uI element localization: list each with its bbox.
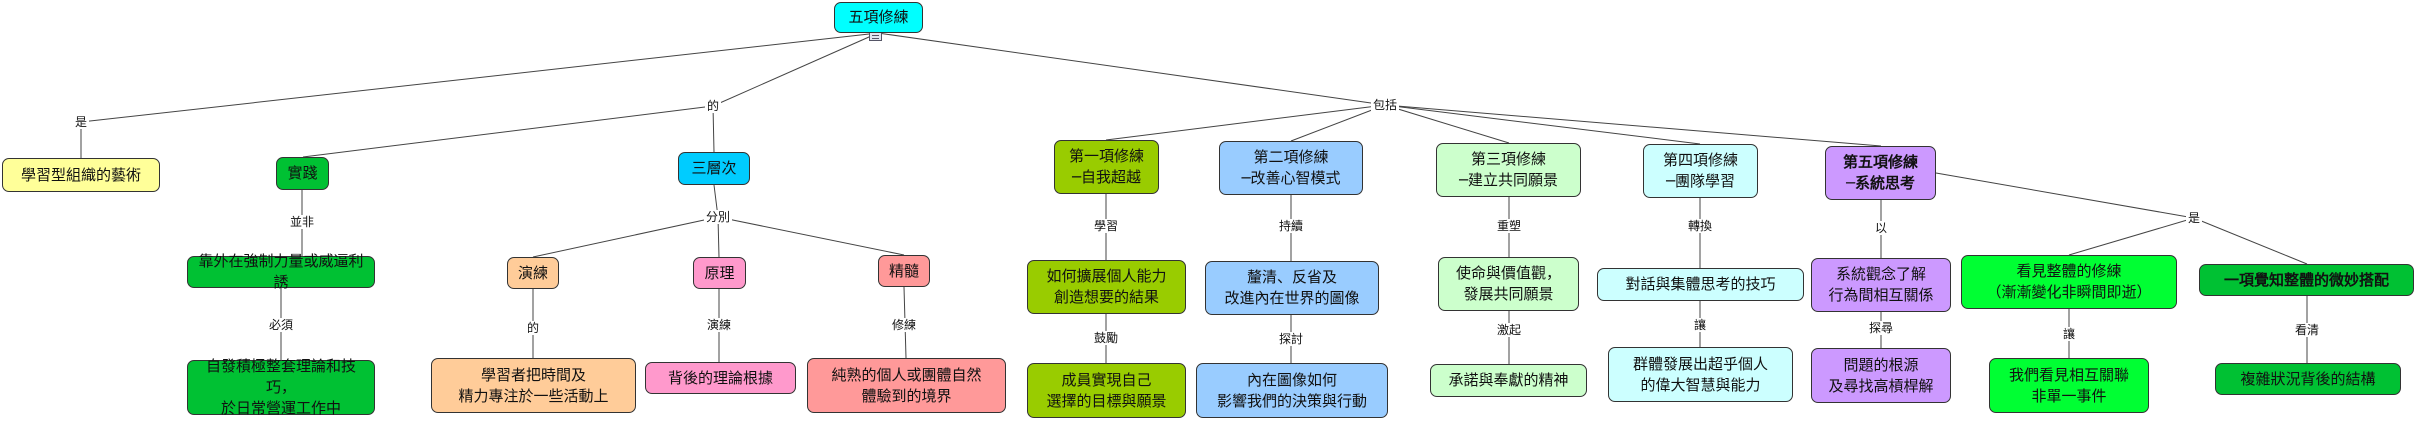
- connector-line: [1384, 104, 1510, 144]
- node-inner-image-text: 內在圖像如何 影響我們的決策與行動: [1216, 370, 1367, 410]
- edge-label-not-is: 並非: [287, 215, 317, 229]
- connector-line: [712, 105, 715, 153]
- node-clarify-text: 釐清、反省及 改進內在世界的圖像: [1224, 268, 1360, 307]
- node-complex-structure[interactable]: 複雜狀況背後的結構: [2215, 363, 2401, 395]
- node-root-cause[interactable]: 問題的根源 及尋找高槓桿解: [1811, 348, 1951, 403]
- node-pure-state[interactable]: 純熟的個人或團體自然 體驗到的境界: [807, 358, 1006, 413]
- node-complex-structure-text: 複雜狀況背後的結構: [2240, 369, 2376, 388]
- node-discipline-1[interactable]: 第一項修練 ─自我超越: [1054, 140, 1159, 194]
- edge-label-by: 以: [1872, 221, 1890, 235]
- node-discipline-3[interactable]: 第三項修練 ─建立共同願景: [1436, 143, 1581, 197]
- node-drill[interactable]: 演練: [507, 257, 559, 289]
- node-essence[interactable]: 精髓: [878, 255, 930, 287]
- node-system-view-text: 系統觀念了解 行為間相互關係: [1828, 265, 1934, 304]
- connector-line: [1384, 104, 1882, 147]
- node-discipline-4[interactable]: 第四項修練 ─團隊學習: [1643, 144, 1758, 198]
- edge-label-inspire: 激起: [1494, 323, 1524, 337]
- node-group-wisdom-text: 群體發展出超乎個人 的偉大智慧與能力: [1632, 354, 1768, 394]
- edge-label-seek: 探尋: [1866, 321, 1896, 335]
- node-see-interlinked-text: 我們看見相互關聯 非單一事件: [2008, 365, 2129, 405]
- node-dialogue[interactable]: 對話與集體思考的技巧: [1597, 268, 1804, 301]
- edge-label-is-right: 是: [2185, 211, 2203, 225]
- node-drill-text: 演練: [517, 263, 548, 282]
- connector-line: [80, 32, 879, 123]
- edge-label-let2: 讓: [2060, 327, 2078, 341]
- edge-label-of2: 的: [524, 321, 542, 335]
- node-theory-basis[interactable]: 背後的理論根據: [645, 362, 796, 394]
- node-discipline-2-text: 第二項修練 ─改善心智模式: [1241, 148, 1341, 187]
- node-not-force-text: 靠外在強制力量或威逼利誘: [198, 252, 364, 291]
- edge-label-persist: 持續: [1276, 219, 1306, 233]
- node-discipline-4-text: 第四項修練 ─團隊學習: [1662, 151, 1738, 190]
- node-mission-values[interactable]: 使命與價值觀， 發展共同願景: [1438, 257, 1579, 311]
- edge-label-learn: 學習: [1091, 219, 1121, 233]
- node-root-text: 五項修練: [848, 8, 909, 26]
- node-see-interlinked[interactable]: 我們看見相互關聯 非單一事件: [1989, 358, 2149, 413]
- node-pure-state-text: 純熟的個人或團體自然 體驗到的境界: [831, 365, 982, 405]
- connector-line: [877, 32, 1386, 106]
- edge-label-explore: 探討: [1276, 332, 1306, 346]
- node-three-levels-text: 三層次: [691, 159, 737, 177]
- node-see-whole-text: 看見整體的修練 （漸漸變化非瞬間即逝）: [1986, 262, 2152, 301]
- node-practice[interactable]: 實踐: [276, 157, 329, 190]
- connector-line: [2193, 217, 2308, 265]
- node-group-wisdom[interactable]: 群體發展出超乎個人 的偉大智慧與能力: [1608, 347, 1793, 402]
- node-expand-ability-text: 如何擴展個人能力 創造想要的結果: [1046, 267, 1167, 306]
- node-three-levels[interactable]: 三層次: [678, 152, 750, 185]
- connector-line: [1384, 104, 1701, 145]
- node-dialogue-text: 對話與集體思考的技巧: [1625, 275, 1776, 293]
- edge-label-divide: 分別: [703, 210, 733, 224]
- node-discipline-3-text: 第三項修練 ─建立共同願景: [1458, 150, 1559, 189]
- node-learner-focus[interactable]: 學習者把時間及 精力專注於一些活動上: [431, 358, 636, 413]
- node-learner-focus-text: 學習者把時間及 精力專注於一些活動上: [458, 365, 609, 405]
- edge-label-includes: 包括: [1370, 98, 1400, 112]
- connector-line: [1290, 104, 1386, 142]
- node-root[interactable]: 五項修練: [834, 2, 923, 33]
- edge-label-practice: 演練: [704, 318, 734, 332]
- node-discipline-2[interactable]: 第二項修練 ─改善心智模式: [1219, 141, 1363, 195]
- node-system-view[interactable]: 系統觀念了解 行為間相互關係: [1811, 258, 1951, 312]
- connector-line: [2068, 217, 2195, 256]
- edge-label-see-clearly: 看清: [2292, 323, 2322, 337]
- node-members-realize[interactable]: 成員實現自己 選擇的目標與願景: [1027, 363, 1186, 418]
- node-discipline-5-text: 第五項修練 ─系統思考: [1842, 153, 1918, 192]
- node-inner-image[interactable]: 內在圖像如何 影響我們的決策與行動: [1196, 363, 1388, 418]
- node-principle[interactable]: 原理: [693, 257, 746, 289]
- node-learning-org-text: 學習型組織的藝術: [20, 165, 141, 184]
- node-mission-values-text: 使命與價值觀， 發展共同願景: [1455, 264, 1561, 303]
- node-commitment[interactable]: 承諾與奉獻的精神: [1430, 364, 1587, 397]
- node-members-realize-text: 成員實現自己 選擇的目標與願景: [1046, 370, 1167, 410]
- node-subtle-whole-text: 一項覺知整體的微妙搭配: [2223, 270, 2389, 289]
- connector-line: [302, 105, 714, 158]
- edge-label-encourage: 鼓勵: [1091, 331, 1121, 345]
- edge-label-transform: 轉換: [1685, 219, 1715, 233]
- edge-label-let1: 讓: [1691, 318, 1709, 332]
- edge-label-of: 的: [704, 99, 722, 113]
- node-clarify[interactable]: 釐清、反省及 改進內在世界的圖像: [1205, 261, 1379, 315]
- node-principle-text: 原理: [704, 263, 735, 282]
- node-theory-basis-text: 背後的理論根據: [667, 368, 773, 387]
- node-not-force[interactable]: 靠外在強制力量或威逼利誘: [187, 252, 375, 291]
- connector-line: [532, 216, 719, 258]
- connector-line: [712, 32, 879, 107]
- node-discipline-1-text: 第一項修練 ─自我超越: [1068, 147, 1144, 186]
- node-see-whole[interactable]: 看見整體的修練 （漸漸變化非瞬間即逝）: [1961, 255, 2177, 309]
- node-essence-text: 精髓: [888, 261, 919, 280]
- connector-line: [1935, 172, 2195, 219]
- connector-line: [717, 216, 905, 256]
- node-discipline-5[interactable]: 第五項修練 ─系統思考: [1825, 146, 1936, 200]
- node-commitment-text: 承諾與奉獻的精神: [1448, 371, 1569, 389]
- node-self-driven[interactable]: 自發積極整套理論和技巧， 於日常營運工作中: [187, 357, 375, 417]
- edge-label-must: 必須: [266, 318, 296, 332]
- edge-label-is-left: 是: [72, 115, 90, 129]
- node-self-driven-text: 自發積極整套理論和技巧， 於日常營運工作中: [205, 357, 356, 417]
- edge-label-cultivate: 修練: [889, 318, 919, 332]
- edge-label-shape: 重塑: [1494, 219, 1524, 233]
- node-subtle-whole[interactable]: 一項覺知整體的微妙搭配: [2199, 264, 2414, 296]
- node-root-cause-text: 問題的根源 及尋找高槓桿解: [1828, 355, 1934, 395]
- node-expand-ability[interactable]: 如何擴展個人能力 創造想要的結果: [1027, 260, 1186, 314]
- node-practice-text: 實踐: [287, 164, 318, 182]
- connector-line: [1105, 104, 1386, 141]
- node-learning-org[interactable]: 學習型組織的藝術: [2, 158, 160, 192]
